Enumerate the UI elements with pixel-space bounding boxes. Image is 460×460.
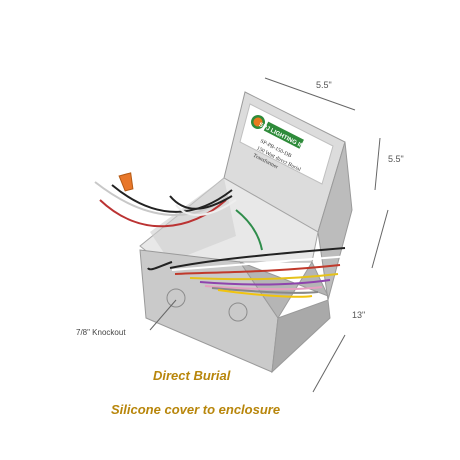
width-dimension-label: 5.5" <box>316 80 332 90</box>
product-label: SPJ LIGHTING INC SP-PB-150-DB 150 Watt d… <box>239 103 334 185</box>
knockout-hole <box>228 302 248 322</box>
caption-direct-burial: Direct Burial <box>153 368 231 383</box>
height-dimension-line <box>374 137 381 191</box>
wires <box>94 181 351 298</box>
dimension-lines <box>264 77 389 393</box>
wire-nut <box>118 172 134 192</box>
height-dimension-label: 5.5" <box>388 154 404 164</box>
knockout-callout: 7/8" Knockout <box>76 328 126 337</box>
length-dimension-line <box>312 334 346 393</box>
knockout-leader-line <box>149 299 177 331</box>
caption-silicone-cover: Silicone cover to enclosure <box>111 402 281 417</box>
height-dimension-line-lower <box>371 209 389 269</box>
width-dimension-line <box>264 77 356 111</box>
knockout-hole <box>166 288 186 308</box>
length-dimension-label: 13" <box>352 310 366 320</box>
